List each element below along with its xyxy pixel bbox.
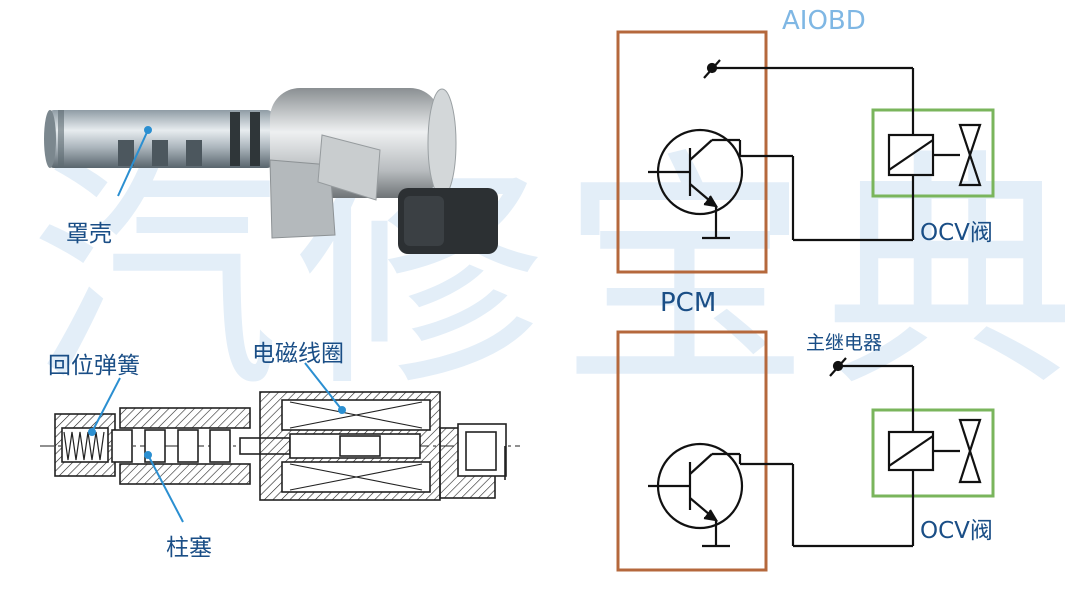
circuit-top	[616, 30, 995, 274]
label-ocv-top: OCV阀	[920, 220, 993, 246]
label-main-relay: 主继电器	[806, 332, 883, 354]
ocv-box-top	[871, 108, 995, 198]
valve-cross-section	[40, 391, 520, 501]
pcm-box-top	[616, 30, 768, 274]
label-plunger: 柱塞	[166, 535, 212, 561]
label-solenoid-coil: 电磁线圈	[252, 341, 344, 367]
circuit-bottom	[616, 330, 995, 572]
pcm-box-bottom	[616, 330, 768, 572]
ocv-box-bottom	[871, 408, 995, 498]
leader-lines	[88, 126, 346, 523]
watermark: 汽修宝典	[30, 129, 1080, 420]
ocv-valve-photo	[44, 88, 498, 254]
label-housing: 罩壳	[66, 221, 112, 247]
label-pcm: PCM	[660, 288, 717, 318]
label-source: AIOBD	[782, 6, 866, 36]
label-return-spring: 回位弹簧	[48, 353, 140, 379]
label-ocv-bottom: OCV阀	[920, 518, 993, 544]
